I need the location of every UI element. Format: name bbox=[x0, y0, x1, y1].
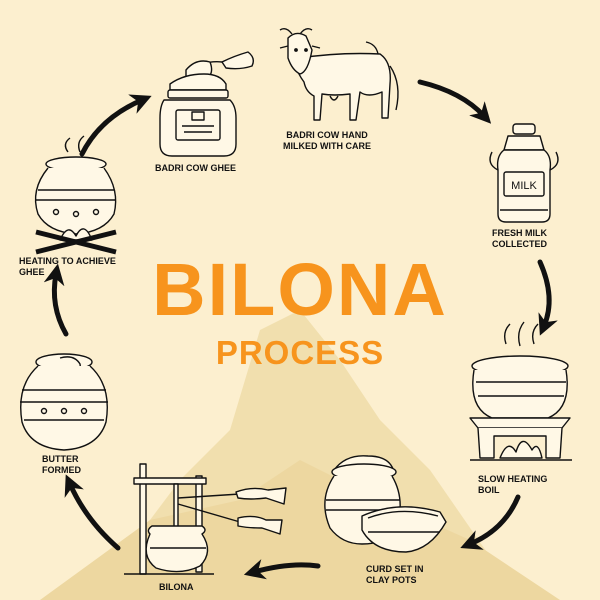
step-label-line: HEATING TO ACHIEVE bbox=[19, 256, 116, 266]
step-label-line: MILKED WITH CARE bbox=[283, 141, 371, 151]
milk-can-icon bbox=[489, 123, 559, 223]
arrow-milk-to-boil bbox=[537, 259, 558, 336]
step-label-line: FRESH MILK bbox=[492, 228, 547, 238]
step-label-line: GHEE bbox=[19, 267, 45, 277]
boiling-pot-icon bbox=[469, 321, 572, 461]
curd-pots-icon bbox=[324, 455, 447, 553]
step-label-bilona: BILONA bbox=[159, 582, 194, 593]
step-label-ghee: BADRI COW GHEE bbox=[155, 163, 236, 174]
arrow-cow-to-milk bbox=[417, 79, 492, 124]
step-label-line: SLOW HEATING bbox=[478, 474, 548, 484]
process-title: BILONA bbox=[152, 248, 448, 331]
step-label-line: FORMED bbox=[42, 465, 81, 475]
process-subtitle: PROCESS bbox=[215, 334, 385, 371]
butter-pot-icon bbox=[20, 353, 108, 451]
step-label-boil: SLOW HEATING BOIL bbox=[478, 474, 547, 496]
churning-icon bbox=[124, 463, 287, 575]
step-label-line: BUTTER bbox=[42, 454, 79, 464]
step-label-milk: FRESH MILK COLLECTED bbox=[492, 228, 547, 250]
step-label-heating: HEATING TO ACHIEVE GHEE bbox=[19, 256, 116, 278]
arrow-boil-to-curd bbox=[460, 494, 521, 550]
cow-icon bbox=[279, 27, 399, 121]
arrow-butter-to-heating bbox=[43, 263, 69, 337]
step-label-line: BILONA bbox=[159, 582, 194, 592]
cycle-arrows bbox=[43, 79, 558, 580]
arrow-bilona-to-butter bbox=[64, 474, 121, 551]
step-label-line: BADRI COW HAND bbox=[286, 130, 368, 140]
arrow-curd-to-bilona bbox=[243, 559, 321, 580]
arrow-heating-to-ghee bbox=[79, 94, 152, 157]
step-label-line: CLAY POTS bbox=[366, 575, 417, 585]
ghee-jar-icon bbox=[159, 51, 255, 157]
step-label-line: BADRI COW GHEE bbox=[155, 163, 236, 173]
step-label-line: COLLECTED bbox=[492, 239, 547, 249]
step-label-line: CURD SET IN bbox=[366, 564, 424, 574]
ghee-heating-icon bbox=[34, 135, 117, 255]
step-label-curd: CURD SET IN CLAY POTS bbox=[366, 564, 424, 586]
step-label-line: BOIL bbox=[478, 485, 500, 495]
milk-can-label: MILK bbox=[511, 180, 537, 192]
step-label-butter: BUTTER FORMED bbox=[42, 454, 81, 476]
step-label-cow: BADRI COW HAND MILKED WITH CARE bbox=[283, 130, 371, 152]
